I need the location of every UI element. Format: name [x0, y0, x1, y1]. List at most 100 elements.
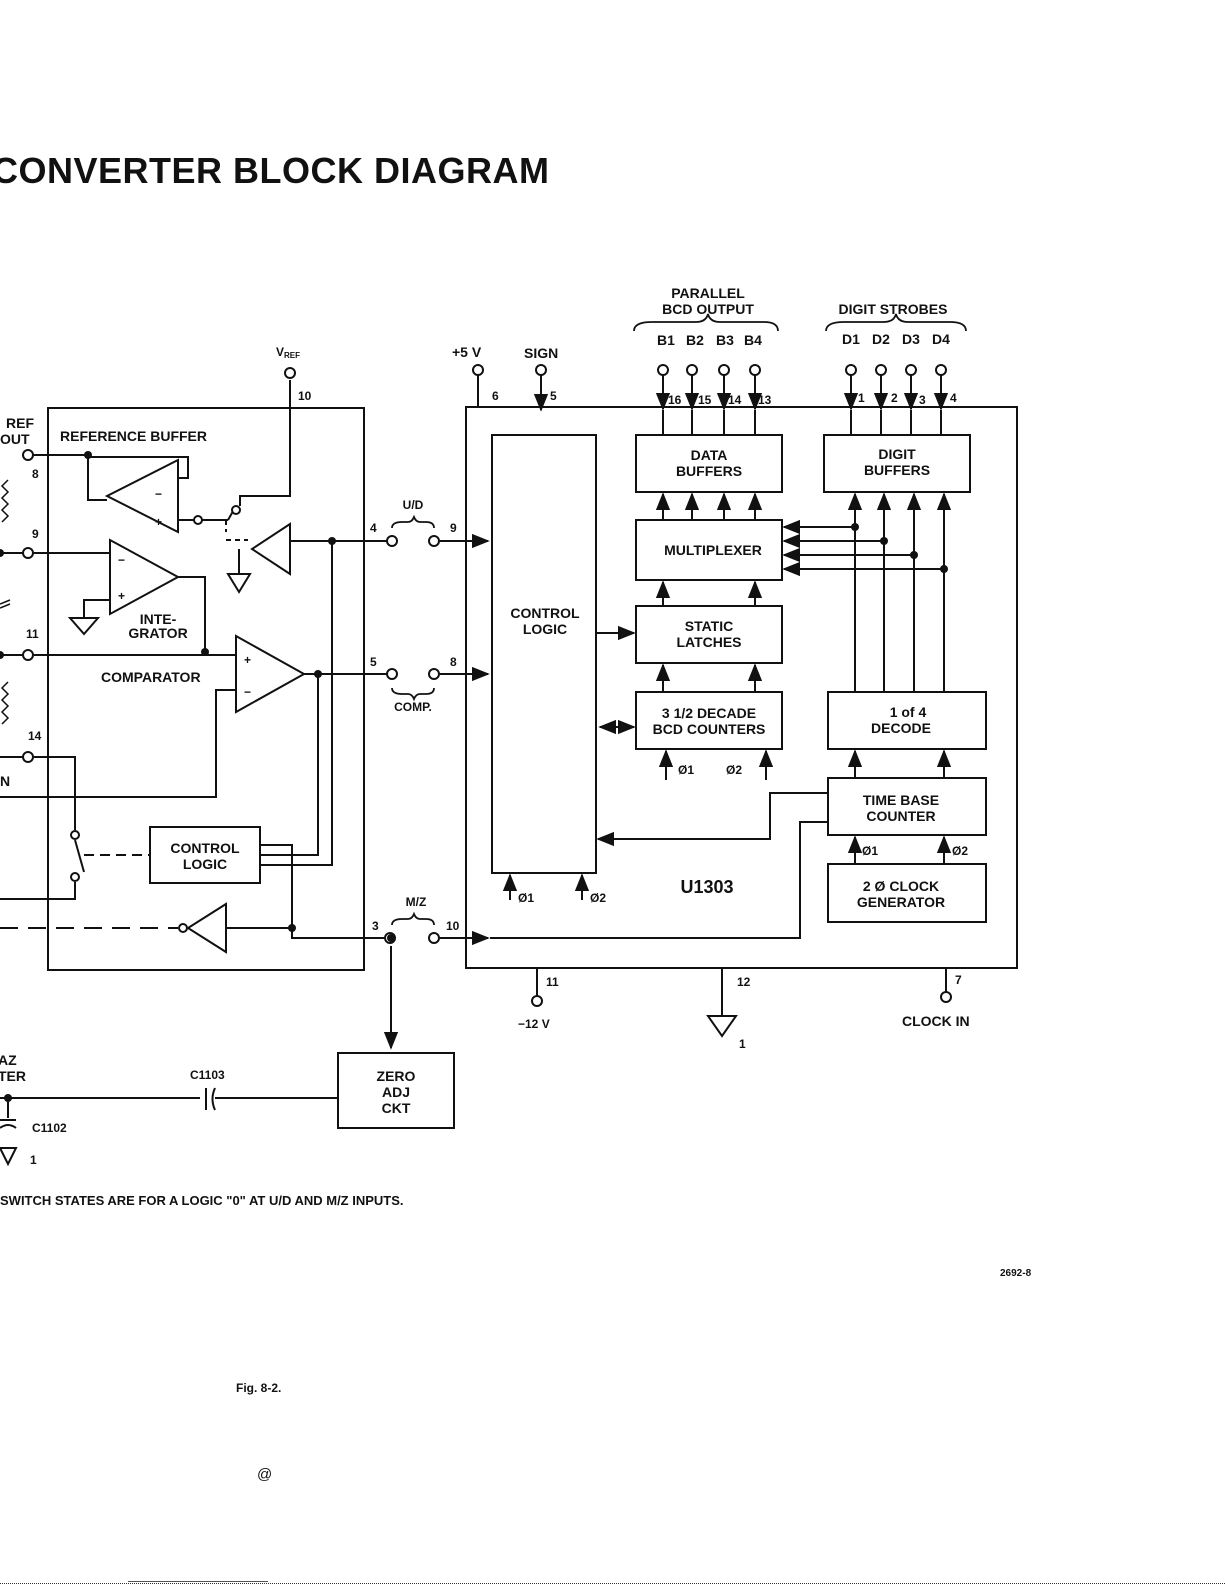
- mz-pin-10: 10: [446, 919, 460, 933]
- plus5v-label: +5 V: [452, 344, 482, 360]
- timebase-phi1: Ø1: [862, 844, 878, 858]
- pin-2: 2: [891, 391, 898, 405]
- analog-control-logic-label-2: LOGIC: [183, 856, 227, 872]
- n-label: N: [0, 773, 10, 789]
- pin-16: 16: [668, 393, 682, 407]
- multiplexer-label: MULTIPLEXER: [664, 542, 762, 558]
- gnd-pin: 12: [737, 975, 751, 989]
- digit-output-d2: D2: [872, 331, 890, 347]
- left-pin-11: 11: [26, 627, 39, 641]
- timebase-phi2: Ø2: [952, 844, 968, 858]
- bottom-link-underline: [128, 1581, 268, 1582]
- mz-label: M/Z: [406, 895, 427, 909]
- zero-adj-label-2: ADJ: [382, 1084, 410, 1100]
- integrator-label-2: GRATOR: [128, 625, 187, 641]
- u1303-chip-outline: [465, 406, 1018, 969]
- az-label-2: TER: [0, 1068, 26, 1084]
- c1103-label: C1103: [190, 1068, 225, 1082]
- digit-output-d4: D4: [932, 331, 950, 347]
- bcd-counters-block: [635, 691, 783, 750]
- time-base-block: [827, 777, 987, 836]
- pin-3: 3: [919, 393, 926, 407]
- pin-4: 4: [950, 391, 957, 405]
- bcd-output-b3: B3: [716, 332, 734, 348]
- ref-buffer-minus: −: [155, 487, 162, 501]
- clock-in-label: CLOCK IN: [902, 1013, 970, 1029]
- page-title: CONVERTER BLOCK DIAGRAM: [0, 150, 550, 191]
- zero-adj-block: [337, 1052, 455, 1129]
- az-label-1: AZ: [0, 1052, 17, 1068]
- pin-1: 1: [858, 391, 865, 405]
- digit-buffers-block: [823, 434, 971, 493]
- decode-block: [827, 691, 987, 750]
- clock-gen-label-2: GENERATOR: [857, 894, 945, 910]
- sign-label: SIGN: [524, 345, 558, 361]
- ud-label: U/D: [403, 498, 424, 512]
- gnd-label: 1: [739, 1037, 746, 1051]
- ref-out-label-1: REF: [6, 415, 34, 431]
- time-base-label-2: COUNTER: [866, 808, 935, 824]
- comparator-minus: −: [244, 685, 251, 699]
- left-pin-14: 14: [28, 729, 42, 743]
- pin-13: 13: [758, 393, 772, 407]
- static-latches-block: [635, 605, 783, 664]
- digit-buffers-label-1: DIGIT: [878, 446, 916, 462]
- ud-pin-4: 4: [370, 521, 377, 535]
- digit-output-d1: D1: [842, 331, 860, 347]
- comparator-amp: [235, 634, 307, 714]
- chip-label: U1303: [680, 877, 733, 897]
- clock-generator-block: [827, 863, 987, 923]
- digital-control-logic-label-1: CONTROL: [510, 605, 580, 621]
- ud-pin-9: 9: [450, 521, 457, 535]
- digital-control-logic-label-2: LOGIC: [523, 621, 567, 637]
- gnd1-label: 1: [30, 1153, 37, 1167]
- ref-buffer-plus: +: [155, 515, 162, 529]
- counters-phi2: Ø2: [726, 763, 742, 777]
- comp-pin-5: 5: [370, 655, 377, 669]
- analog-control-logic-label-1: CONTROL: [170, 840, 240, 856]
- integrator-label-1: INTE-: [140, 611, 177, 627]
- control-phi1: Ø1: [518, 891, 534, 905]
- time-base-label-1: TIME BASE: [863, 792, 939, 808]
- left-pin-9: 9: [32, 527, 39, 541]
- comparator-label: COMPARATOR: [101, 669, 201, 685]
- sign-pin: 5: [550, 389, 557, 403]
- reference-buffer-amp: [104, 458, 179, 534]
- parallel-label-1: PARALLEL: [671, 285, 745, 301]
- vref-pin: 10: [298, 389, 312, 403]
- clock-gen-label-1: 2 Ø CLOCK: [863, 878, 939, 894]
- bcd-output-b1: B1: [657, 332, 675, 348]
- clock-pin: 7: [955, 973, 962, 987]
- counters-phi1: Ø1: [678, 763, 694, 777]
- ref-out-label-2: OUT: [0, 431, 30, 447]
- parallel-label-2: BCD OUTPUT: [662, 301, 754, 317]
- integrator-amp: [109, 538, 181, 616]
- control-phi2: Ø2: [590, 891, 606, 905]
- c1102-label: C1102: [32, 1121, 67, 1135]
- reference-buffer-label: REFERENCE BUFFER: [60, 428, 207, 444]
- bcd-output-b4: B4: [744, 332, 762, 348]
- data-buffers-label-2: BUFFERS: [676, 463, 742, 479]
- mz-buffer: [186, 902, 227, 954]
- data-buffers-label-1: DATA: [691, 447, 728, 463]
- bcd-output-b2: B2: [686, 332, 704, 348]
- plus5v-pin: 6: [492, 389, 499, 403]
- digit-output-d3: D3: [902, 331, 920, 347]
- pin-15: 15: [698, 393, 712, 407]
- integrator-plus: +: [118, 589, 125, 603]
- bcd-counters-label-1: 3 1/2 DECADE: [662, 705, 756, 721]
- bcd-counters-label-2: BCD COUNTERS: [653, 721, 766, 737]
- static-latches-label-1: STATIC: [685, 618, 733, 634]
- decode-label-1: 1 of 4: [890, 704, 927, 720]
- minus12v-label: −12 V: [518, 1017, 550, 1031]
- figure-reference-number: 2692-8: [1000, 1268, 1032, 1279]
- comparator-plus: +: [244, 653, 251, 667]
- pin-14: 14: [728, 393, 742, 407]
- digital-control-logic-block: [491, 434, 597, 874]
- decode-label-2: DECODE: [871, 720, 931, 736]
- page-bottom-rule: [0, 1583, 1225, 1584]
- vref-label: VREF: [276, 345, 300, 360]
- figure-caption: Fig. 8-2.: [236, 1381, 282, 1395]
- integrator-minus: −: [118, 553, 125, 567]
